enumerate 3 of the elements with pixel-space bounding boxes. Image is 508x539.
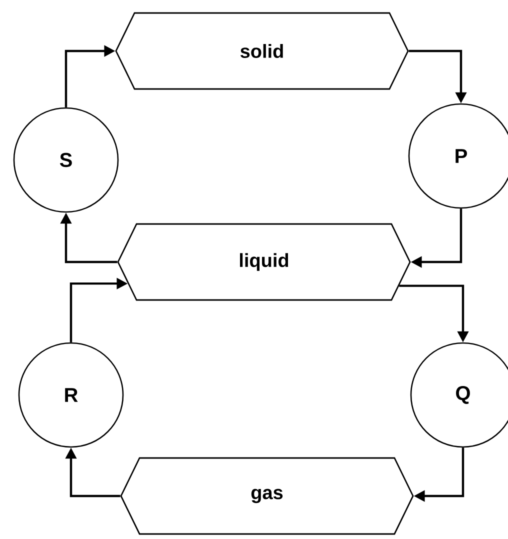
state-box: solid: [115, 12, 409, 90]
state-box: gas: [120, 457, 414, 535]
state-box: liquid: [117, 223, 411, 301]
